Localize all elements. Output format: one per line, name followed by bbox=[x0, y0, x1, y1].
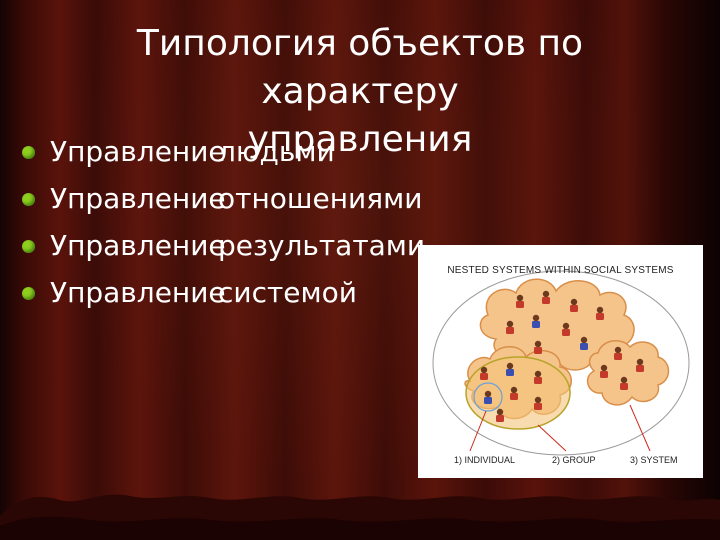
bullet-word-2: результатами bbox=[218, 229, 426, 262]
nested-systems-diagram: NESTED SYSTEMS WITHIN SOCIAL SYSTEMS 1) … bbox=[418, 245, 703, 478]
pointer-system bbox=[629, 404, 651, 452]
bullet-word-1: Управление bbox=[50, 229, 226, 262]
title-line-2: управления bbox=[247, 119, 473, 160]
bullet-word-2: людьми bbox=[218, 135, 335, 168]
bullet-dot-icon bbox=[22, 240, 35, 253]
bullet-dot-icon bbox=[22, 193, 35, 206]
bullet-item: Управлениерезультатами bbox=[22, 226, 425, 273]
bullet-item: Управлениесистемой bbox=[22, 273, 425, 320]
pointer-individual bbox=[469, 410, 487, 452]
slide-title: Типология объектов по характеру управлен… bbox=[40, 20, 680, 164]
title-line-1: Типология объектов по характеру bbox=[136, 23, 584, 112]
bullet-list: Управлениелюдьми Управлениеотношениями У… bbox=[22, 132, 425, 320]
bullet-dot-icon bbox=[22, 146, 35, 159]
bullet-word-1: Управление bbox=[50, 276, 226, 309]
diagram-title: NESTED SYSTEMS WITHIN SOCIAL SYSTEMS bbox=[447, 265, 674, 276]
diagram-graphic bbox=[432, 270, 690, 456]
curtain-fringe bbox=[0, 494, 720, 540]
bullet-word-2: отношениями bbox=[218, 182, 423, 215]
label-group: 2) GROUP bbox=[552, 455, 596, 465]
bullet-dot-icon bbox=[22, 287, 35, 300]
individual-ring bbox=[473, 382, 503, 412]
bullet-word-1: Управление bbox=[50, 182, 226, 215]
bullet-word-2: системой bbox=[218, 276, 357, 309]
pointer-group bbox=[537, 424, 567, 452]
label-system: 3) SYSTEM bbox=[630, 455, 678, 465]
system-ring bbox=[432, 270, 690, 456]
bullet-word-1: Управление bbox=[50, 135, 226, 168]
bullet-item: Управлениеотношениями bbox=[22, 179, 425, 226]
group-ring bbox=[465, 356, 571, 430]
bullet-item: Управлениелюдьми bbox=[22, 132, 425, 179]
label-individual: 1) INDIVIDUAL bbox=[454, 455, 516, 465]
